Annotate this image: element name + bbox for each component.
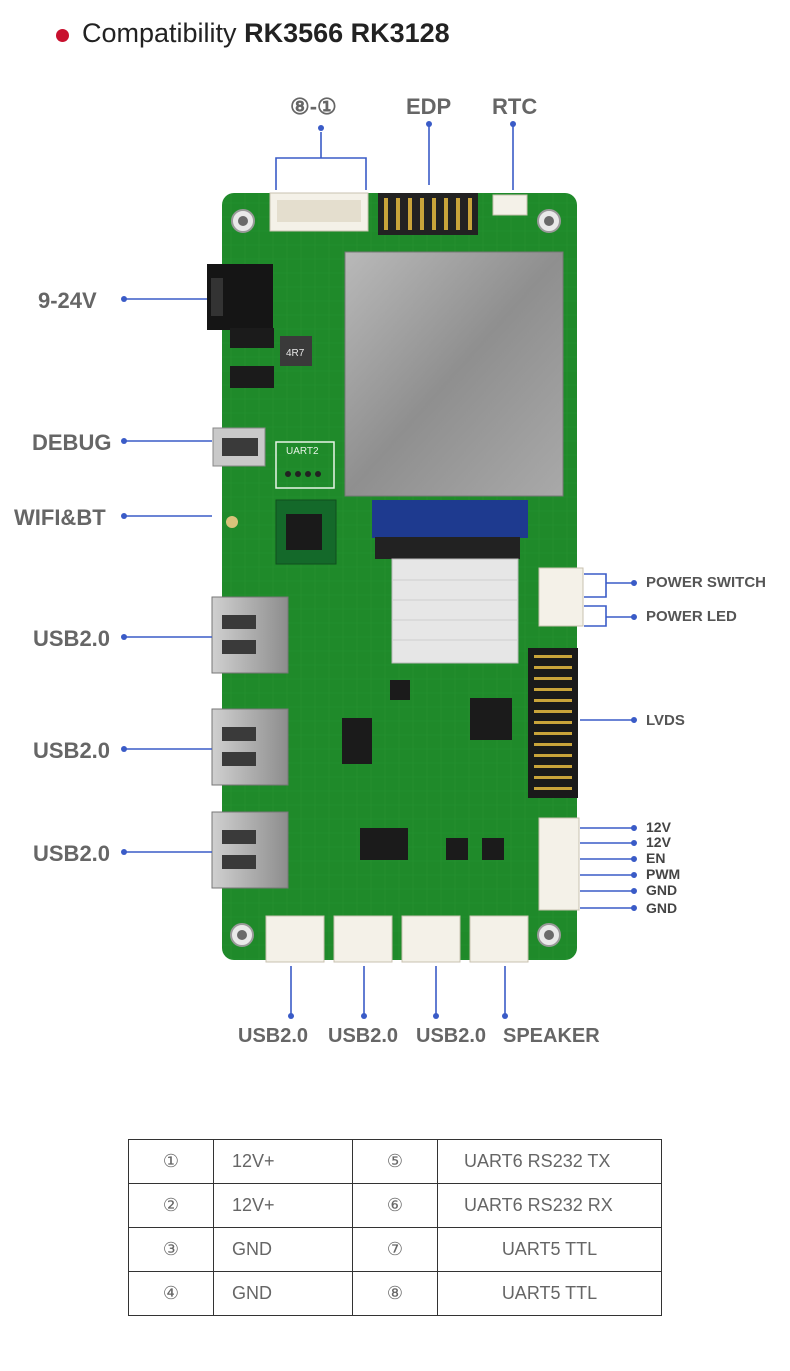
bottom-connector-speaker (469, 915, 529, 963)
pin-function: UART5 TTL (437, 1227, 662, 1272)
pointer-power-switch (584, 573, 634, 598)
rtc-connector (492, 194, 528, 216)
compatibility-title: Compatibility RK3566 RK3128 (82, 18, 450, 48)
backlight-connector (538, 817, 580, 911)
usb-a-port-3 (211, 811, 289, 889)
power-switch-connector (538, 567, 584, 627)
bottom-connector-usb-1 (265, 915, 325, 963)
pointer-top-connector (275, 132, 367, 190)
label-bl-en: EN (646, 850, 666, 866)
bottom-connector-usb-2 (333, 915, 393, 963)
usb-a-port-2 (211, 708, 289, 786)
pin-function: 12V+ (213, 1183, 353, 1228)
pin-function: UART6 RS232 TX (437, 1139, 662, 1184)
label-wifi-bt: WIFI&BT (14, 505, 106, 530)
label-bottom-usb-1: USB2.0 (238, 1025, 309, 1047)
lvds-bridge-ic (470, 698, 512, 740)
uart2-pads (275, 441, 335, 489)
label-bottom-usb-3: USB2.0 (416, 1025, 487, 1047)
usb-a-port-1 (211, 596, 289, 674)
pin-function: GND (213, 1227, 353, 1272)
pin-number: ⑥ (352, 1183, 438, 1228)
label-top-connector: ⑧-① (290, 94, 337, 119)
label-usb-left-2: USB2.0 (33, 738, 111, 763)
pin-number: ⑦ (352, 1227, 438, 1272)
label-power-switch: POWER SWITCH (646, 574, 766, 591)
label-power-led: POWER LED (646, 608, 737, 625)
table-row: ① 12V+ ⑤ UART6 RS232 TX (128, 1139, 662, 1184)
soc-shield-can (344, 251, 564, 497)
label-bl-12v-b: 12V (646, 834, 671, 850)
pin-number: ② (128, 1183, 214, 1228)
power-ic (230, 366, 274, 388)
label-lvds: LVDS (646, 712, 685, 729)
table-row: ④ GND ⑧ UART5 TTL (128, 1271, 662, 1316)
pin-function: 12V+ (213, 1139, 353, 1184)
lcd-flex-connector (372, 500, 528, 538)
pin-number: ④ (128, 1271, 214, 1316)
bullet-dot (56, 29, 69, 42)
edp-header (378, 193, 478, 235)
ribbon-cable (391, 558, 519, 664)
pin-number: ③ (128, 1227, 214, 1272)
label-debug: DEBUG (32, 430, 112, 455)
pin-definition-table: ① 12V+ ⑤ UART6 RS232 TX ② 12V+ ⑥ UART6 R… (128, 1139, 662, 1316)
uart2-silk: UART2 (286, 446, 319, 457)
pin-function: UART6 RS232 RX (437, 1183, 662, 1228)
inductor-silk: 4R7 (286, 348, 305, 359)
pin-number: ⑤ (352, 1139, 438, 1184)
label-bottom-speaker: SPEAKER (503, 1025, 600, 1047)
usb-hub-ic (342, 718, 372, 764)
label-rtc: RTC (492, 94, 538, 119)
label-edp: EDP (406, 94, 452, 119)
label-bl-gnd-b: GND (646, 900, 678, 916)
table-row: ② 12V+ ⑥ UART6 RS232 RX (128, 1183, 662, 1228)
pointer-power-led (584, 605, 634, 627)
audio-amp-ic (360, 828, 408, 860)
label-usb-left-1: USB2.0 (33, 626, 111, 651)
label-bottom-usb-2: USB2.0 (328, 1025, 399, 1047)
label-bl-gnd-a: GND (646, 882, 678, 898)
label-bl-pwm: PWM (646, 866, 681, 882)
pin-function: UART5 TTL (437, 1271, 662, 1316)
inductor (280, 336, 312, 366)
label-usb-left-3: USB2.0 (33, 841, 111, 866)
table-row: ③ GND ⑦ UART5 TTL (128, 1227, 662, 1272)
label-power-in: 9-24V (38, 288, 97, 313)
pin-number: ① (128, 1139, 214, 1184)
label-bl-12v-a: 12V (646, 819, 671, 835)
pin-function: GND (213, 1271, 353, 1316)
pin-number: ⑧ (352, 1271, 438, 1316)
bottom-connector-usb-3 (401, 915, 461, 963)
